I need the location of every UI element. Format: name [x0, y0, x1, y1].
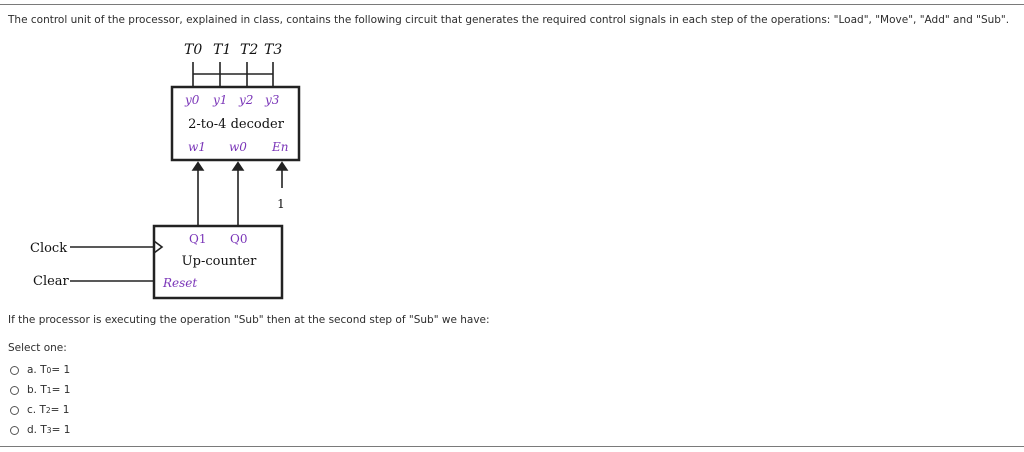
q0-label: Q0	[230, 232, 247, 246]
question-prompt: If the processor is executing the operat…	[8, 314, 490, 326]
decoder-box	[170, 85, 301, 162]
option-var: T	[39, 404, 46, 416]
y0-label: y0	[184, 93, 200, 107]
bottom-divider	[0, 446, 1024, 447]
y2-label: y2	[238, 93, 253, 107]
top-divider	[0, 4, 1024, 5]
decoder-label: 2-to-4 decoder	[188, 117, 285, 132]
option-letter: b.	[27, 384, 38, 396]
t2-label: T2	[240, 42, 258, 58]
option-rest: = 1	[51, 364, 71, 376]
option-rest: = 1	[51, 384, 71, 396]
t0-label: T0	[184, 42, 202, 58]
counter-label: Up-counter	[182, 254, 257, 269]
w0-label: w0	[229, 140, 247, 154]
option-sub: 3	[46, 425, 52, 435]
option-letter: d.	[27, 424, 38, 436]
radio-icon[interactable]	[10, 405, 19, 415]
question-text: The control unit of the processor, expla…	[8, 14, 1010, 26]
option-letter: a.	[27, 364, 37, 376]
radio-icon[interactable]	[10, 385, 19, 395]
option-var: T	[40, 384, 47, 396]
q1-label: Q1	[189, 232, 206, 246]
counter-box	[152, 224, 284, 300]
clock-label: Clock	[30, 241, 67, 256]
select-one-label: Select one:	[8, 342, 67, 354]
t3-label: T3	[264, 42, 282, 58]
clear-label: Clear	[33, 274, 70, 289]
w1-label: w1	[188, 140, 206, 154]
option-rest: = 1	[51, 424, 71, 436]
y1-label: y1	[212, 93, 227, 107]
option-letter: c.	[27, 404, 37, 416]
option-rest: = 1	[50, 404, 70, 416]
reset-label: Reset	[162, 276, 197, 290]
y3-label: y3	[264, 93, 280, 107]
option-sub: 1	[46, 385, 52, 395]
option-var: T	[40, 424, 47, 436]
en-label: En	[271, 140, 289, 154]
option-sub: 2	[45, 405, 51, 415]
option-sub: 0	[46, 365, 52, 375]
enable-value: 1	[277, 197, 285, 211]
radio-icon[interactable]	[10, 365, 19, 375]
option-var: T	[40, 364, 47, 376]
radio-icon[interactable]	[10, 425, 19, 435]
t1-label: T1	[213, 42, 231, 58]
clock-triangle	[153, 240, 164, 254]
